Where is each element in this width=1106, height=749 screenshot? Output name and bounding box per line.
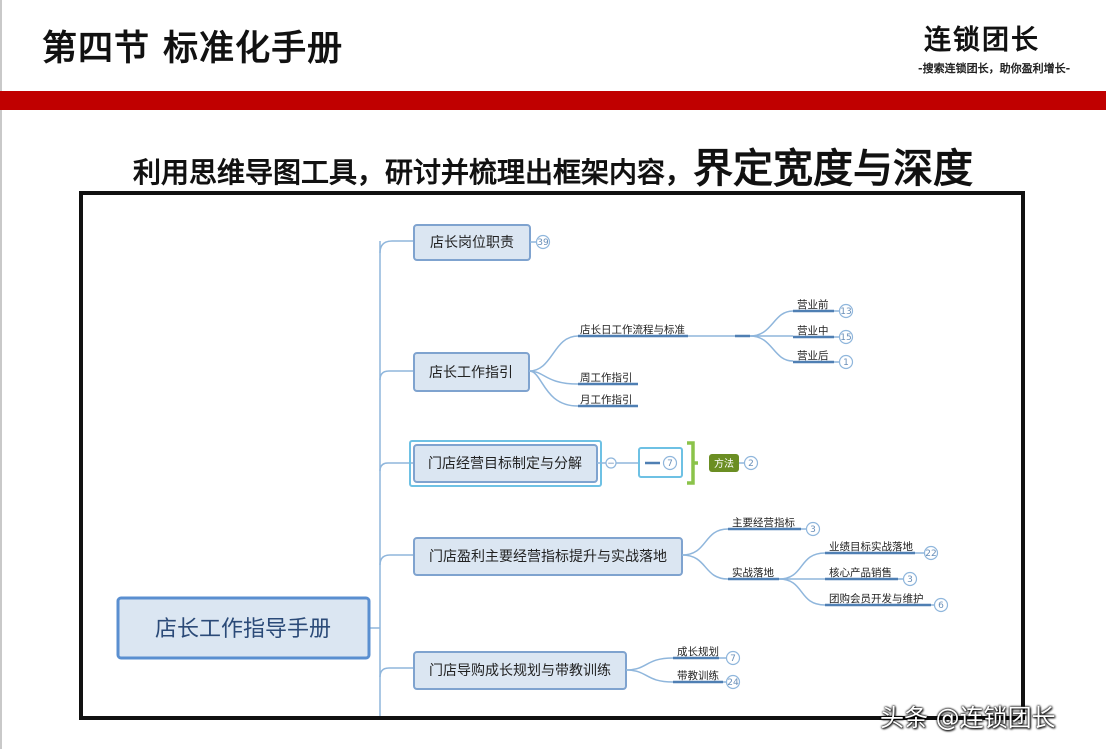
count-badge-text: 13 bbox=[840, 307, 851, 317]
sub-label: 营业前 bbox=[797, 298, 829, 311]
headline-emphasis: 界定宽度与深度 bbox=[693, 146, 973, 192]
mindmap-frame: .ln { fill:none; stroke:#8fb6dc; stroke-… bbox=[79, 191, 1025, 720]
root-label: 店长工作指导手册 bbox=[155, 617, 331, 642]
left-rule bbox=[0, 0, 2, 749]
edge-trunk-b4 bbox=[379, 554, 414, 566]
count-badge[interactable] bbox=[535, 234, 551, 250]
count-badge-text: 39 bbox=[537, 238, 549, 248]
count-badge-text: 3 bbox=[907, 575, 913, 585]
branch-label-2: 店长工作指引 bbox=[429, 365, 513, 381]
count-badge[interactable] bbox=[805, 521, 821, 537]
branch-node-2[interactable] bbox=[413, 352, 530, 392]
watermark: 头条 @连锁团长 bbox=[880, 704, 1056, 732]
edge-b5-c1 bbox=[625, 657, 674, 671]
count-badge-text: 3 bbox=[810, 525, 816, 535]
count-badge-text: 7 bbox=[667, 459, 673, 469]
branch-label-3: 门店经营目标制定与分解 bbox=[428, 456, 582, 472]
sub-label: 核心产品销售 bbox=[829, 566, 892, 579]
sub-label: 实战落地 bbox=[732, 566, 774, 579]
count-badge-text: 2 bbox=[748, 459, 754, 469]
sub-label: 主要经营指标 bbox=[732, 516, 795, 529]
sub-label: 团购会员开发与维护 bbox=[829, 592, 924, 605]
edge-trunk-b3 bbox=[379, 462, 414, 472]
count-badge-text: 22 bbox=[925, 549, 936, 559]
count-badge[interactable] bbox=[725, 674, 741, 690]
edge-hub-d1 bbox=[749, 310, 794, 337]
sub-label: 营业后 bbox=[797, 349, 829, 362]
edge-trunk-b2 bbox=[379, 370, 414, 381]
edge-c2-d3 bbox=[778, 578, 826, 606]
root-node[interactable] bbox=[116, 596, 371, 660]
count-badge[interactable] bbox=[838, 329, 854, 345]
count-badge-text: 6 bbox=[938, 601, 944, 611]
count-badge-text: 15 bbox=[840, 333, 851, 343]
headline-text: 利用思维导图工具，研讨并梳理出框架内容， bbox=[132, 156, 693, 189]
section-title: 第四节 标准化手册 bbox=[42, 29, 344, 69]
headline: 利用思维导图工具，研讨并梳理出框架内容，界定宽度与深度 bbox=[0, 136, 1106, 194]
mindmap-diagram: .ln { fill:none; stroke:#8fb6dc; stroke-… bbox=[116, 224, 949, 716]
collapse-toggle-text: − bbox=[607, 459, 615, 469]
summary-bracket bbox=[687, 441, 698, 485]
branch-label-5: 门店导购成长规划与带教训练 bbox=[429, 663, 611, 679]
count-badge-text: 7 bbox=[730, 654, 736, 664]
edge-b2-c3 bbox=[528, 370, 579, 407]
edge-trunk-b1 bbox=[379, 240, 414, 254]
branch-node-4[interactable] bbox=[413, 537, 683, 576]
edge-b5-c2 bbox=[625, 669, 674, 683]
count-badge[interactable] bbox=[923, 545, 939, 561]
edge-b4-c1 bbox=[681, 528, 729, 556]
red-band bbox=[0, 91, 1106, 110]
count-badge[interactable] bbox=[743, 455, 759, 471]
count-badge[interactable] bbox=[902, 571, 918, 587]
count-badge[interactable] bbox=[838, 354, 854, 370]
method-tag-label: 方法 bbox=[714, 457, 734, 470]
count-badge[interactable] bbox=[662, 455, 678, 471]
method-tag[interactable] bbox=[709, 454, 739, 472]
sub-label: 周工作指引 bbox=[580, 371, 633, 384]
branch-label-1: 店长岗位职责 bbox=[430, 235, 514, 251]
edge-hub-d3 bbox=[749, 335, 794, 362]
sub-label: 店长日工作流程与标准 bbox=[580, 323, 685, 336]
sub-label: 带教训练 bbox=[677, 669, 719, 682]
count-badge-text: 24 bbox=[727, 678, 739, 688]
edge-b4-c2 bbox=[681, 554, 729, 580]
sub-label: 营业中 bbox=[797, 324, 829, 337]
edge-b2-c2 bbox=[528, 370, 579, 385]
edge-trunk-b5 bbox=[379, 667, 414, 678]
count-badge[interactable] bbox=[838, 303, 854, 319]
count-badge[interactable] bbox=[725, 650, 741, 666]
brand-logo: 连锁团长 bbox=[924, 25, 1040, 56]
count-badge[interactable] bbox=[933, 597, 949, 613]
edge-b2-c1 bbox=[528, 335, 579, 372]
sub-label: 月工作指引 bbox=[580, 393, 633, 406]
sub-label: 业绩目标实战落地 bbox=[829, 540, 913, 553]
edge-c2-d1 bbox=[778, 552, 826, 580]
branch-label-4: 门店盈利主要经营指标提升与实战落地 bbox=[429, 549, 667, 565]
count-badge-text: 1 bbox=[843, 358, 849, 368]
brand-slogan: -搜索连锁团长，助你盈利增长- bbox=[918, 62, 1071, 75]
sub-label: 成长规划 bbox=[677, 645, 719, 658]
